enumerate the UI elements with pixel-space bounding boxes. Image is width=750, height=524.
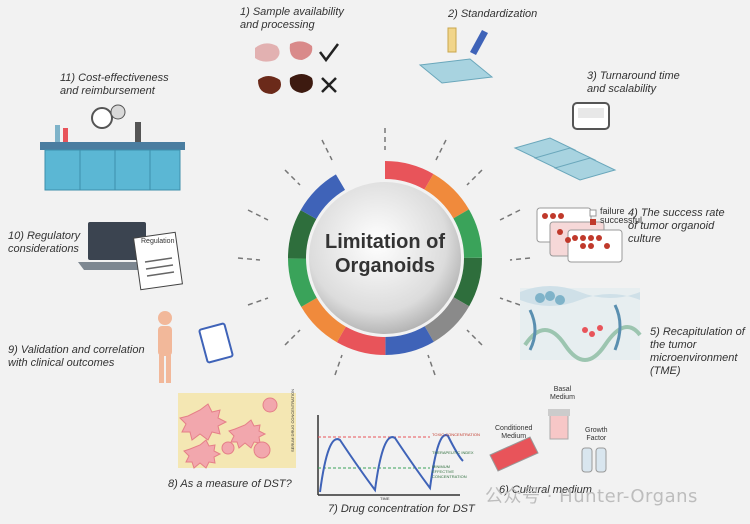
- success-rate-plates: [536, 207, 623, 263]
- center-title: Limitation of Organoids: [300, 230, 470, 278]
- label-standardization: 2) Standardization: [448, 8, 538, 20]
- center-title-line2: Organoids: [334, 255, 435, 277]
- conditioned-medium-label: Conditioned Medium: [495, 425, 533, 440]
- basal-medium-label: Basal Medium: [550, 386, 575, 401]
- graph-toxic-label: TOXIC CONCENTRATION: [432, 432, 480, 437]
- graph-yaxis-label: SERUM DRUG CONCENTRATION: [290, 388, 295, 452]
- growth-factor-label: Growth Factor: [585, 427, 608, 442]
- regulation-doc-label: Regulation: [141, 238, 175, 245]
- label-validation: 9) Validation and correlation with clini…: [8, 344, 145, 369]
- sample-icons: [255, 41, 339, 94]
- label-cost-effectiveness: 11) Cost-effectiveness and reimbursement: [60, 72, 169, 97]
- timer-plates-icon: [513, 102, 617, 181]
- label-dst-measure: 8) As a measure of DST?: [168, 478, 292, 490]
- lab-bench-icon: [40, 104, 185, 191]
- standardization-icon: [418, 27, 494, 84]
- plate-legend-failure: failure: [600, 206, 625, 216]
- label-regulatory: 10) Regulatory considerations: [8, 230, 81, 255]
- label-sample-availability: 1) Sample availability and processing: [240, 6, 344, 31]
- center-title-line1: Limitation of: [325, 231, 445, 253]
- graph-xaxis-label: TIME: [380, 496, 390, 501]
- graph-minimum-label: MINIMUM EFFECTIVE CONCENTRATION: [432, 464, 467, 479]
- culture-media-icons: [489, 409, 607, 473]
- color-ring: [288, 161, 482, 355]
- radial-rays: [237, 128, 531, 376]
- label-drug-concentration: 7) Drug concentration for DST: [328, 503, 475, 515]
- label-success-rate: 4) The success rate of tumor organoid cu…: [628, 207, 725, 245]
- plate-legend-successful: successful: [600, 215, 643, 225]
- label-cultural-medium: 6) Cultural medium: [499, 484, 592, 496]
- drug-concentration-graph: [317, 415, 464, 496]
- label-tme: 5) Recapitulation of the tumor microenvi…: [650, 326, 745, 377]
- label-turnaround: 3) Turnaround time and scalability: [587, 70, 680, 95]
- watermark: 公众号 · Hunter-Organs: [485, 486, 698, 507]
- tme-illustration: [520, 286, 642, 362]
- center-disc: [309, 182, 461, 334]
- laptop-regulation-icon: [78, 222, 183, 291]
- dst-organoid-image: [178, 393, 296, 469]
- human-clipboard-icon: [158, 311, 234, 383]
- graph-therapeutic-label: THERAPEUTIC INDEX: [432, 450, 474, 455]
